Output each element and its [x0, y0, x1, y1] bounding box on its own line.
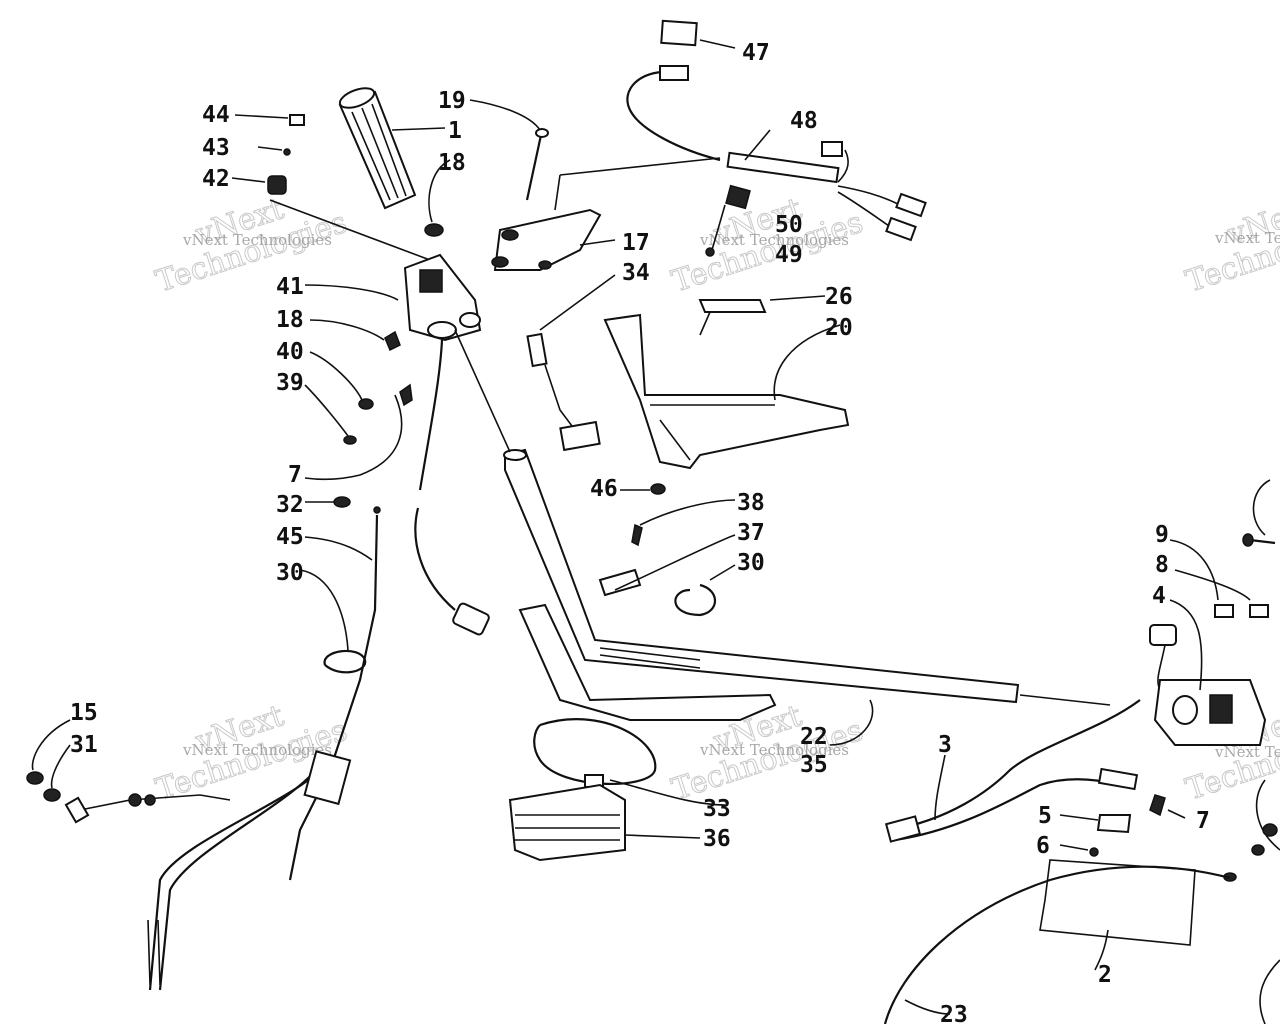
part-17-clamp [491, 157, 721, 271]
watermark-small-1: vNext Technologies [182, 231, 332, 249]
label-15: 15 [70, 700, 98, 726]
label-2: 2 [1098, 962, 1112, 988]
label-50: 50 [775, 212, 803, 238]
label-7-right: 7 [1196, 808, 1210, 834]
part-1-grip [338, 87, 446, 210]
part-48-harness [626, 65, 927, 242]
part-18-40-39-7-hardware [304, 319, 413, 481]
label-20: 20 [825, 315, 853, 341]
label-17: 17 [622, 230, 650, 256]
label-30-right: 30 [737, 550, 765, 576]
part-18-nut [424, 159, 451, 237]
watermark-small-5: vNext Technologies [699, 741, 849, 759]
label-19: 19 [438, 88, 466, 114]
part-right-edge-partial [1251, 779, 1280, 1024]
label-7-left: 7 [288, 462, 302, 488]
label-22: 22 [800, 724, 828, 750]
part-32-45-cable [288, 496, 381, 881]
part-19-bolt [469, 99, 549, 201]
label-44: 44 [202, 102, 230, 128]
label-3: 3 [938, 732, 952, 758]
label-8: 8 [1155, 552, 1169, 578]
part-46-grommet [620, 483, 666, 495]
label-30-left: 30 [276, 560, 304, 586]
part-4-switch-assembly [1149, 479, 1276, 746]
part-23-cable [883, 865, 1231, 1024]
part-50-connector [705, 184, 751, 257]
label-36: 36 [703, 826, 731, 852]
label-45: 45 [276, 524, 304, 550]
label-18-mid: 18 [276, 307, 304, 333]
part-2-plate [1039, 859, 1237, 971]
part-20-console [603, 313, 850, 470]
part-47-pad [660, 19, 736, 49]
part-throttle-cable [414, 339, 490, 636]
label-47: 47 [742, 40, 770, 66]
label-35: 35 [800, 752, 828, 778]
part-3-harness [884, 699, 1141, 843]
part-22-handlebar [454, 329, 1111, 746]
part-30-cable-tie [299, 569, 367, 674]
part-5-6-7-hardware [1059, 794, 1186, 857]
label-43: 43 [202, 135, 230, 161]
label-42: 42 [202, 166, 230, 192]
label-23: 23 [940, 1002, 968, 1024]
part-15-31-hardware [26, 719, 71, 802]
watermark-right-top: vNext Technologies vNext Technologies [1181, 191, 1280, 300]
label-46: 46 [590, 476, 618, 502]
label-37: 37 [737, 520, 765, 546]
watermark-small-3: vNext Technologies [1214, 229, 1280, 247]
label-49: 49 [775, 242, 803, 268]
watermark-small-4: vNext Technologies [182, 741, 332, 759]
watermark-left-top: vNext Technologies vNext Technologies [151, 191, 352, 300]
label-32: 32 [276, 492, 304, 518]
label-26: 26 [825, 284, 853, 310]
watermark-small-6: vNext Technologies [1214, 743, 1280, 761]
label-33: 33 [703, 796, 731, 822]
part-26-strip [698, 295, 826, 336]
label-48: 48 [790, 108, 818, 134]
part-34-switch [526, 274, 616, 452]
part-cable-bundle-left [64, 750, 352, 991]
label-34: 34 [622, 260, 650, 286]
label-41: 41 [276, 274, 304, 300]
part-36-pad [508, 783, 701, 862]
label-31: 31 [70, 732, 98, 758]
part-44-43-42-hardware [231, 114, 431, 261]
label-38: 38 [737, 490, 765, 516]
label-5: 5 [1038, 803, 1052, 829]
label-4: 4 [1152, 583, 1166, 609]
label-9: 9 [1155, 522, 1169, 548]
label-40: 40 [276, 339, 304, 365]
part-41-switch-housing [304, 253, 482, 342]
label-39: 39 [276, 370, 304, 396]
part-number-labels: 47 48 19 1 18 44 43 42 17 34 50 49 26 20… [70, 40, 1210, 1024]
label-6: 6 [1036, 833, 1050, 859]
part-38-37-30-clamp [598, 499, 736, 617]
label-1: 1 [448, 118, 462, 144]
watermark-small-2: vNext Technologies [699, 231, 849, 249]
label-18-top: 18 [438, 150, 466, 176]
